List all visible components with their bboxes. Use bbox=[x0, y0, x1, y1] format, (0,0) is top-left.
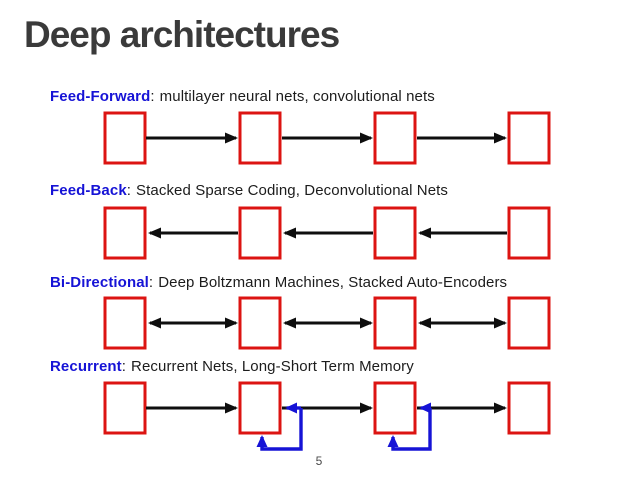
layer-box bbox=[373, 296, 417, 350]
architecture-description: multilayer neural nets, convolutional ne… bbox=[159, 88, 435, 105]
layer-box bbox=[103, 381, 147, 435]
bi-directional-diagram bbox=[103, 296, 551, 350]
recurrent-diagram bbox=[103, 381, 551, 451]
architecture-term: Feed-Forward bbox=[50, 88, 151, 105]
layer-box bbox=[507, 111, 551, 165]
page-number: 5 bbox=[315, 454, 323, 468]
recurrent-feedback-loop bbox=[256, 408, 303, 451]
layer-box bbox=[103, 296, 147, 350]
layer-box bbox=[238, 111, 282, 165]
label-colon: : bbox=[121, 358, 127, 375]
layer-box bbox=[373, 206, 417, 260]
row-label-bi-directional: Bi-Directional:Deep Boltzmann Machines, … bbox=[50, 274, 507, 291]
label-colon: : bbox=[126, 182, 132, 199]
layer-box bbox=[373, 381, 417, 435]
layer-box bbox=[238, 206, 282, 260]
architecture-term: Bi-Directional bbox=[50, 274, 149, 291]
layer-box bbox=[103, 206, 147, 260]
label-colon: : bbox=[148, 274, 154, 291]
row-label-feed-back: Feed-Back:Stacked Sparse Coding, Deconvo… bbox=[50, 182, 448, 199]
row-label-feed-forward: Feed-Forward:multilayer neural nets, con… bbox=[50, 88, 435, 105]
layer-box bbox=[373, 111, 417, 165]
architecture-description: Deep Boltzmann Machines, Stacked Auto-En… bbox=[158, 274, 508, 291]
label-colon: : bbox=[150, 88, 155, 105]
row-label-recurrent: Recurrent:Recurrent Nets, Long-Short Ter… bbox=[50, 358, 414, 375]
layer-box bbox=[507, 381, 551, 435]
layer-box bbox=[238, 296, 282, 350]
layer-box bbox=[103, 111, 147, 165]
slide-title: Deep architectures bbox=[24, 14, 340, 55]
feed-forward-diagram bbox=[103, 111, 551, 165]
layer-box bbox=[507, 206, 551, 260]
architecture-description: Recurrent Nets, Long-Short Term Memory bbox=[131, 358, 414, 375]
layer-box bbox=[507, 296, 551, 350]
recurrent-feedback-loop bbox=[387, 408, 432, 451]
feed-back-diagram bbox=[103, 206, 551, 260]
architecture-term: Feed-Back bbox=[50, 182, 127, 199]
layer-box bbox=[238, 381, 282, 435]
architecture-term: Recurrent bbox=[50, 358, 122, 375]
architecture-description: Stacked Sparse Coding, Deconvolutional N… bbox=[136, 182, 449, 199]
